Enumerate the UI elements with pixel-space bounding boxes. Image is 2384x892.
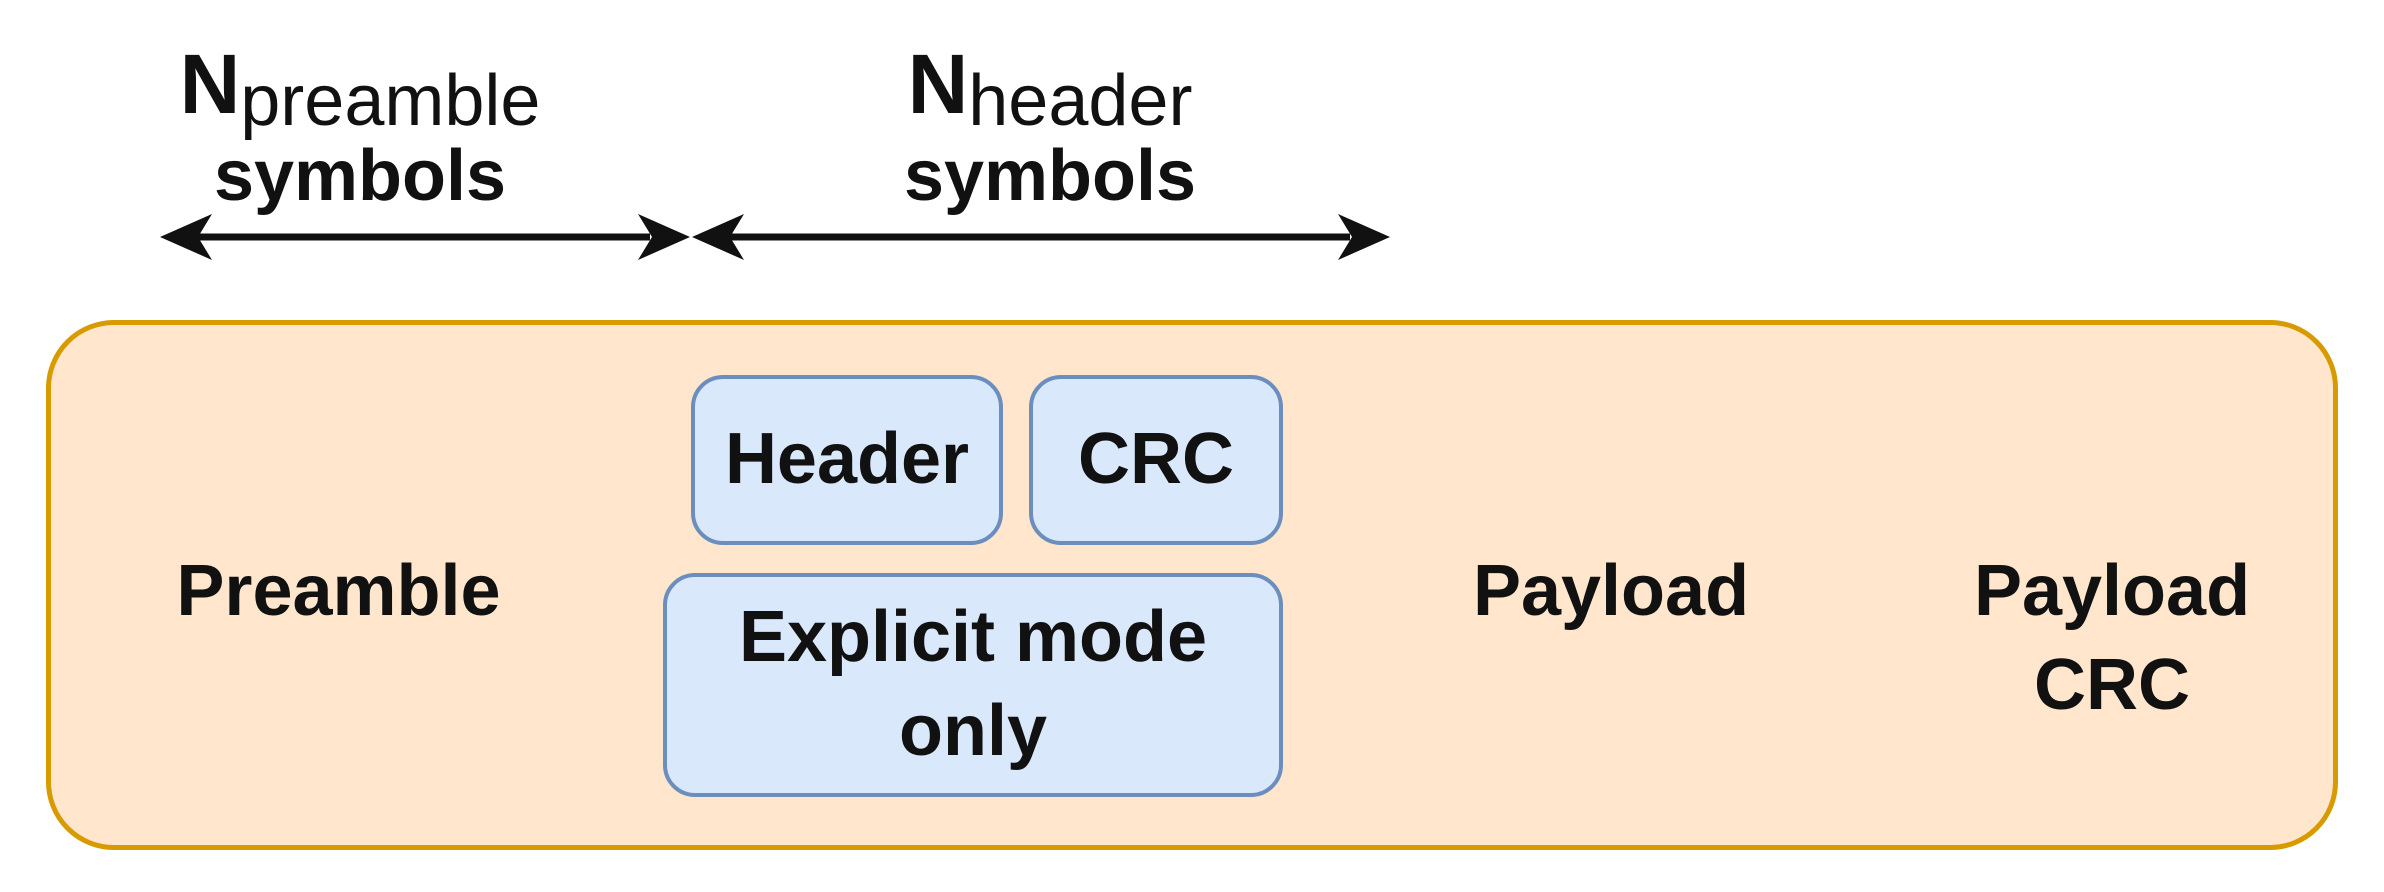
- preamble-n-symbol: N: [179, 37, 241, 131]
- preamble-symbol-count: Npreamble: [140, 42, 580, 137]
- header-unit-label: symbols: [903, 136, 1197, 216]
- header-span-arrow: [692, 214, 1390, 260]
- header-subscript: header: [968, 61, 1193, 141]
- preamble-length-label: Npreamble symbols: [140, 42, 580, 212]
- header-length-label: Nheader symbols: [850, 42, 1250, 212]
- header-box: Header: [691, 375, 1003, 545]
- header-crc-box: CRC: [1029, 375, 1283, 545]
- payload-section: Payload: [1472, 551, 1750, 631]
- preamble-unit-label: symbols: [213, 136, 507, 216]
- preamble-subscript: preamble: [240, 61, 541, 141]
- header-n-symbol: N: [907, 37, 969, 131]
- preamble-span-arrow: [160, 214, 690, 260]
- header-symbol-count: Nheader: [850, 42, 1250, 137]
- preamble-section: Preamble: [176, 551, 501, 631]
